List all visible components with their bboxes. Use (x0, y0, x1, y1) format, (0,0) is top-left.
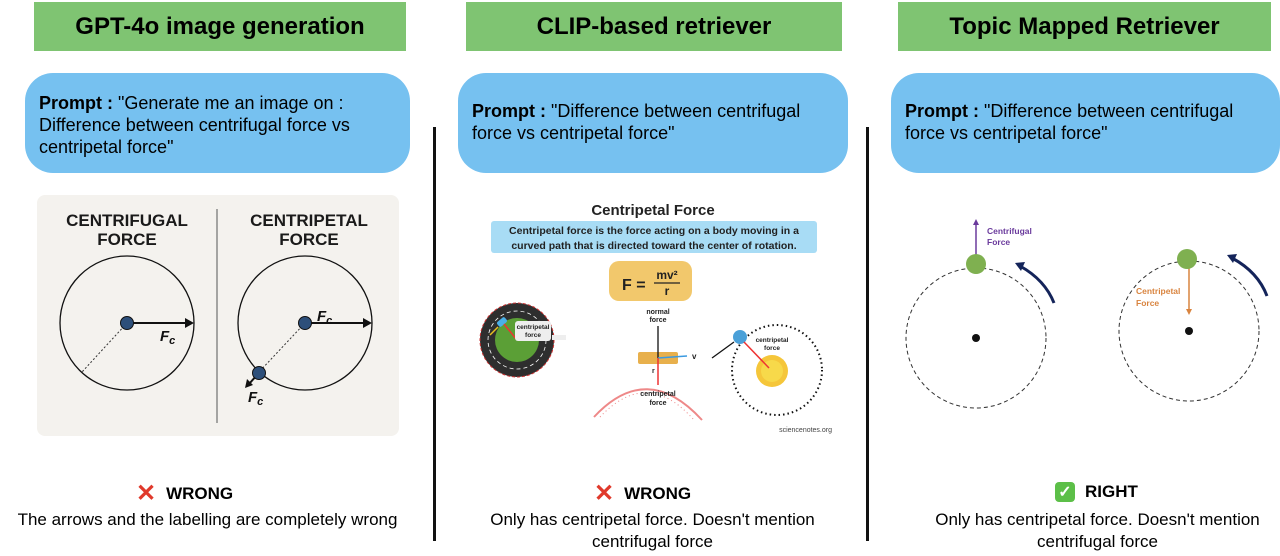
image-background (37, 195, 399, 436)
svg-text:r: r (652, 368, 655, 375)
explanation-text: The arrows and the labelling are complet… (17, 510, 398, 529)
prompt-text: "Generate me an image on : Difference be… (39, 93, 350, 157)
verdict-label: WRONG (624, 484, 692, 503)
prompt-bubble-topic-mapped: Prompt : "Difference between centrifugal… (891, 73, 1280, 173)
explanation-topic-mapped: Only has centripetal force. Doesn't ment… (885, 509, 1280, 553)
left-rotation-arrow (1019, 264, 1056, 304)
column-divider-2 (866, 127, 869, 541)
column-title-text: GPT-4o image generation (75, 12, 365, 40)
right-force-label-top: Fc (317, 308, 332, 327)
cross-mark-icon: ✕ (136, 480, 157, 507)
svg-text:force: force (649, 400, 666, 407)
prompt-label: Prompt : (905, 101, 979, 121)
verdict-topic-mapped: ✓ RIGHT (1055, 482, 1138, 502)
prompt-bubble-clip: Prompt : "Difference between centrifugal… (458, 73, 848, 173)
svg-text:centripetal: centripetal (640, 391, 675, 398)
right-radius-dashed (258, 322, 306, 373)
image-credit: sciencenotes.org (779, 427, 832, 434)
verdict-label: WRONG (166, 484, 234, 503)
left-arrowhead (185, 318, 194, 328)
right-mass-ball (1177, 249, 1197, 269)
clip-retrieved-image: Centripetal Force Centripetal force is t… (479, 202, 832, 434)
left-force-label: Fc (160, 328, 175, 347)
formula-lhs: F = (622, 277, 646, 294)
right-center-dot (298, 316, 312, 330)
centrifugal-label-line1: Centrifugal (987, 226, 1032, 236)
column-title-text: CLIP-based retriever (536, 12, 772, 40)
svg-text:v: v (692, 352, 697, 361)
prompt-text: "Difference between centrifugal force vs… (472, 101, 801, 143)
left-center-dot (972, 334, 980, 342)
centripetal-label-line2: Force (1136, 298, 1159, 308)
formula-box (609, 261, 692, 301)
prompt-bubble-gpt4o: Prompt : "Generate me an image on : Diff… (25, 73, 410, 173)
left-heading-line1: CENTRIFUGAL (66, 211, 188, 230)
left-mass-dot (120, 316, 134, 330)
gpt4o-generated-image: CENTRIFUGAL FORCE CENTRIPETAL FORCE Fc F… (37, 195, 399, 436)
right-rotation-arrow (1231, 256, 1269, 297)
topic-mapped-retrieved-image: Centrifugal Force Centripetal Force (905, 219, 1269, 409)
right-heading-line1: CENTRIPETAL (250, 211, 368, 230)
right-heading-line2: FORCE (279, 230, 339, 249)
explanation-line2: centrifugal force (592, 532, 713, 551)
column-divider-1 (433, 127, 436, 541)
svg-text:centripetal: centripetal (756, 337, 789, 344)
explanation-line2: centrifugal force (1037, 532, 1158, 551)
verdict-gpt4o: ✕ WRONG (136, 482, 233, 506)
formula-denominator: r (665, 284, 670, 298)
left-heading-line2: FORCE (97, 230, 157, 249)
velocity-arrow (657, 355, 688, 359)
prompt-label: Prompt : (472, 101, 546, 121)
centrifugal-arrowhead (973, 219, 979, 225)
svg-text:normal: normal (646, 309, 669, 316)
explanation-clip: Only has centripetal force. Doesn't ment… (440, 509, 865, 553)
svg-text:force: force (649, 317, 666, 324)
explanation-line1: Only has centripetal force. Doesn't ment… (935, 510, 1260, 529)
outward-force-label: Fc (248, 389, 263, 408)
image-heading: Centripetal Force (591, 202, 714, 219)
outward-arrowhead (245, 379, 253, 388)
orbiting-mass-dot (252, 366, 266, 380)
formula-numerator: mv² (656, 268, 677, 282)
centripetal-arrowhead (1186, 309, 1192, 315)
column-title-clip: CLIP-based retriever (466, 2, 842, 51)
definition-line2: curved path that is directed toward the … (511, 240, 796, 252)
right-center-dot (1185, 327, 1193, 335)
left-mass-ball (966, 254, 986, 274)
earth-sun-orbit-illustration: centripetal force (711, 324, 823, 416)
column-title-topic-mapped: Topic Mapped Retriever (898, 2, 1271, 51)
verdict-clip: ✕ WRONG (594, 482, 691, 506)
explanation-line1: Only has centripetal force. Doesn't ment… (490, 510, 815, 529)
right-arrowhead (363, 318, 372, 328)
centripetal-label-line1: Centripetal (1136, 286, 1180, 296)
left-radius-dashed (81, 322, 128, 373)
roller-coaster-illustration: normal force v r centripetal force (593, 309, 703, 421)
explanation-gpt4o: The arrows and the labelling are complet… (0, 509, 415, 531)
prompt-label: Prompt : (39, 93, 113, 113)
prompt-text: "Difference between centrifugal force vs… (905, 101, 1234, 143)
definition-line1: Centripetal force is the force acting on… (509, 225, 799, 237)
verdict-label: RIGHT (1085, 482, 1138, 501)
column-title-text: Topic Mapped Retriever (949, 12, 1220, 40)
column-title-gpt4o: GPT-4o image generation (34, 2, 406, 51)
svg-text:force: force (525, 332, 541, 339)
centrifugal-label-line2: Force (987, 237, 1010, 247)
check-mark-icon: ✓ (1055, 482, 1075, 502)
cross-mark-icon: ✕ (594, 480, 615, 507)
svg-text:force: force (764, 345, 780, 352)
race-track-illustration: centripetal force (479, 302, 566, 378)
svg-text:centripetal: centripetal (517, 324, 550, 331)
definition-highlight (491, 221, 817, 253)
